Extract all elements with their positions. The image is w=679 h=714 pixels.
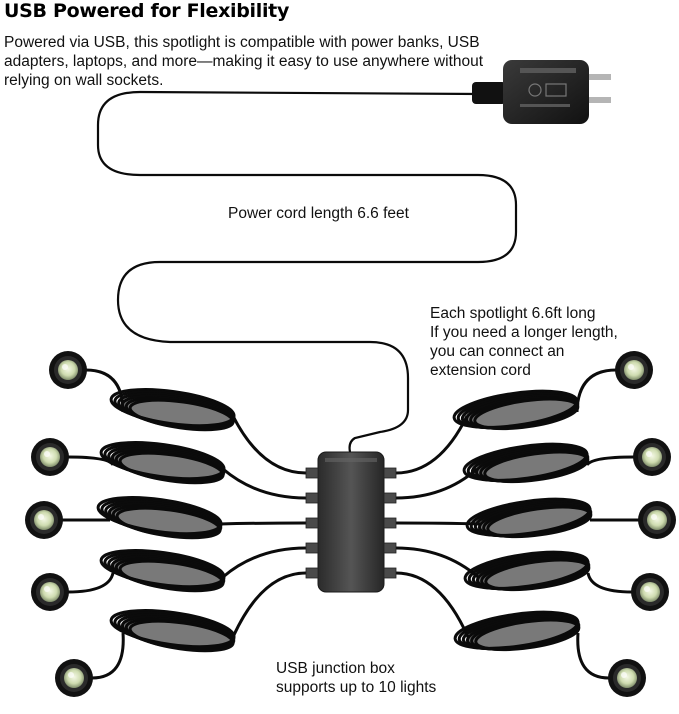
usb-adapter-icon [472,60,611,124]
coiled-cable [463,550,591,592]
spotlight-icon [615,351,653,389]
spotlight-note-line: extension cord [430,362,531,379]
cord-length-label: Power cord length 6.6 feet [228,205,409,222]
cable [395,546,479,579]
cable [219,521,307,526]
cable [585,455,635,467]
spotlight-icon [25,501,63,539]
spotlight-icon [55,659,93,697]
spotlight-icon [631,573,669,611]
cable [395,415,469,475]
cable [222,467,307,500]
coiled-cable [452,389,580,431]
cable [91,632,125,680]
coiled-cable [109,609,236,653]
cable [576,632,610,680]
page-title: USB Powered for Flexibility [4,0,290,22]
coiled-cable [109,388,236,432]
spotlight-icon [31,573,69,611]
cable [222,546,307,579]
spotlight-icon [638,501,676,539]
cable [586,572,633,594]
intro-text: Powered via USB, this spotlight is compa… [4,34,484,89]
coiled-cable [465,497,593,539]
spotlight-note-line: If you need a longer length, [430,324,618,341]
coiled-cable [462,442,590,484]
spotlight-icon [49,351,87,389]
coiled-cable [99,549,226,593]
cable [67,572,115,594]
junction-box-note: USB junction box supports up to 10 light… [276,659,436,697]
cable [231,571,307,638]
coiled-cable [453,610,581,652]
cable [395,571,470,638]
junction-box-icon [305,451,397,593]
junction-note-line: supports up to 10 lights [276,679,437,696]
coiled-cable [96,496,223,540]
spotlight-icon [31,438,69,476]
spotlight-note-line: you can connect an [430,343,565,360]
spotlight-icon [608,659,646,697]
spotlight-icon [633,438,671,476]
spotlight-note-line: Each spotlight 6.6ft long [430,305,596,322]
coiled-cable [99,441,226,485]
cable [575,368,617,413]
power-cord [96,90,518,453]
cable [231,415,307,475]
spotlight-length-note: Each spotlight 6.6ft long If you need a … [430,304,618,380]
junction-note-line: USB junction box [276,660,395,677]
